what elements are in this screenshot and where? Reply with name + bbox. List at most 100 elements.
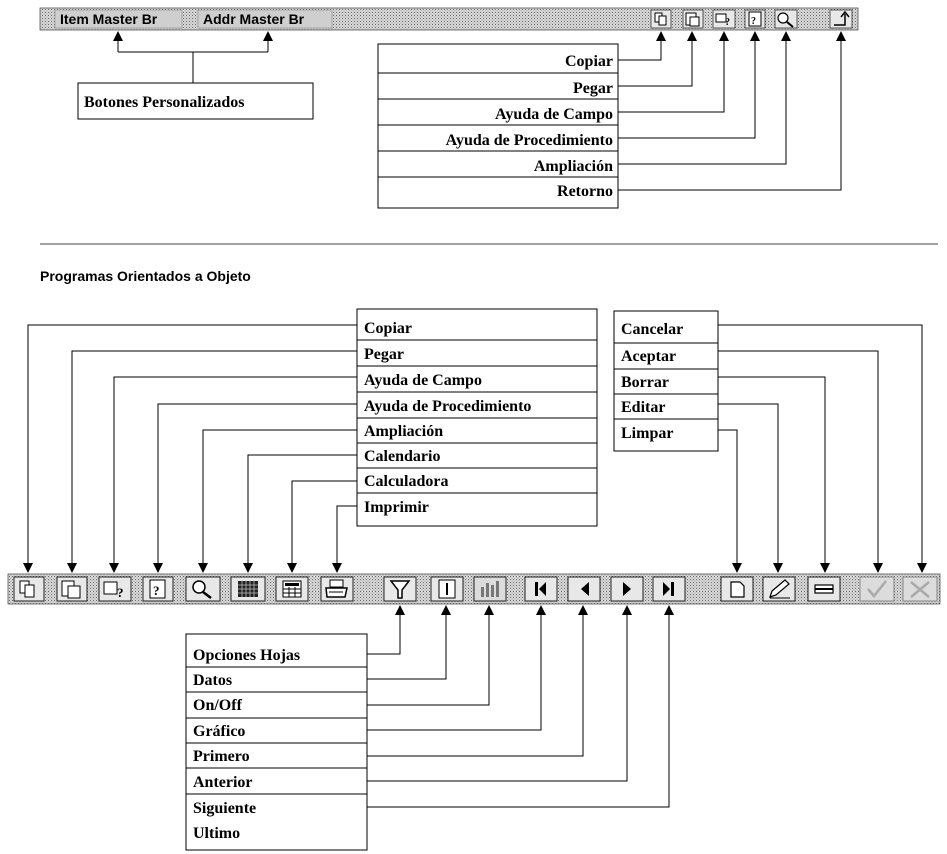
- data-button[interactable]: [430, 576, 464, 602]
- on-off-button[interactable]: [473, 576, 507, 602]
- custom-button-addr-master-label: Addr Master Br: [203, 11, 305, 27]
- legend-bottom-item: Datos: [193, 672, 232, 689]
- legend-bottom-item: Ultimo: [193, 825, 240, 842]
- custom-button-addr-master[interactable]: [197, 9, 333, 29]
- paste-icon: [685, 12, 700, 27]
- custom-button-item-master-label: Item Master Br: [60, 11, 158, 27]
- clear-button[interactable]: [720, 576, 754, 602]
- chart-icon: [481, 581, 499, 597]
- copy-button[interactable]: [13, 576, 45, 602]
- print-icon: [325, 579, 348, 598]
- top-copy-button[interactable]: [650, 9, 672, 29]
- top-legend-item: Ampliación: [534, 158, 613, 175]
- legend-left-item: Imprimir: [364, 499, 429, 516]
- delete-icon: [814, 584, 834, 594]
- top-legend-item: Ayuda de Procedimiento: [446, 132, 613, 149]
- legend-bottom-connectors: [367, 605, 674, 808]
- filter-icon: [389, 580, 411, 599]
- legend-bottom: Opciones Hojas Datos On/Off Gráfico Prim…: [185, 633, 368, 851]
- custom-button-item-master[interactable]: [54, 9, 183, 29]
- calculator-icon: [282, 580, 302, 598]
- legend-bottom-item: Siguiente: [193, 800, 256, 817]
- top-legend-connectors: [618, 31, 846, 191]
- legend-left-connectors: [23, 324, 357, 573]
- sheet-options-button[interactable]: [383, 576, 417, 602]
- legend-left-item: Copiar: [364, 320, 412, 337]
- legend-left-item: Ampliación: [364, 423, 443, 440]
- legend-left: Copiar Pegar Ayuda de Campo Ayuda de Pro…: [356, 308, 598, 527]
- next-button[interactable]: [610, 576, 644, 602]
- top-paste-button[interactable]: [682, 9, 704, 29]
- previous-icon: [581, 582, 589, 596]
- legend-left-item: Calendario: [364, 448, 440, 465]
- accept-button[interactable]: [859, 576, 895, 602]
- next-icon: [623, 582, 631, 596]
- legend-right-item: Aceptar: [621, 348, 676, 365]
- field-help-icon: ?: [103, 581, 124, 600]
- legend-left-item: Pegar: [364, 346, 404, 363]
- delete-button[interactable]: [807, 576, 841, 602]
- field-help-button[interactable]: ?: [98, 576, 132, 602]
- legend-bottom-item: Anterior: [193, 774, 253, 791]
- svg-text:?: ?: [751, 16, 756, 27]
- paste-button[interactable]: [56, 576, 88, 602]
- top-legend: Copiar Pegar Ayuda de Campo Ayuda de Pro…: [377, 43, 619, 209]
- top-legend-item: Ayuda de Campo: [495, 106, 613, 123]
- custom-buttons-callout-label: Botones Personalizados: [84, 94, 244, 111]
- copy-icon: [654, 12, 667, 26]
- legend-left-item: Ayuda de Campo: [364, 372, 482, 389]
- first-icon: [535, 582, 546, 596]
- top-field-help-button[interactable]: ?: [712, 9, 736, 29]
- svg-text:?: ?: [725, 17, 730, 28]
- bottom-toolbar: ? ?: [7, 573, 941, 605]
- custom-buttons-connector: [113, 31, 273, 83]
- top-zoom-button[interactable]: [774, 9, 798, 29]
- data-icon: [438, 579, 456, 599]
- last-button[interactable]: [652, 576, 686, 602]
- legend-left-item: Calculadora: [364, 473, 448, 490]
- legend-bottom-item: Opciones Hojas: [193, 647, 300, 664]
- legend-bottom-item: On/Off: [193, 697, 243, 714]
- procedure-help-button[interactable]: ?: [142, 576, 174, 602]
- legend-right-item: Editar: [621, 399, 665, 416]
- procedure-help-icon: ?: [149, 579, 166, 599]
- legend-right: Cancelar Aceptar Borrar Editar Limpar: [613, 310, 719, 452]
- legend-bottom-item: Gráfico: [193, 723, 245, 740]
- first-button[interactable]: [524, 576, 558, 602]
- print-button[interactable]: [320, 576, 354, 602]
- return-icon: [834, 10, 850, 26]
- edit-button[interactable]: [762, 576, 796, 602]
- zoom-button[interactable]: [185, 576, 221, 602]
- svg-text:?: ?: [117, 585, 124, 600]
- procedure-help-icon: ?: [748, 11, 762, 27]
- calendar-icon: [238, 581, 258, 597]
- svg-text:?: ?: [153, 583, 160, 598]
- edit-icon: [769, 579, 790, 599]
- top-procedure-help-button[interactable]: ?: [744, 9, 766, 29]
- previous-button[interactable]: [567, 576, 601, 602]
- legend-bottom-item: Primero: [193, 748, 250, 765]
- section-title: Programas Orientados a Objeto: [40, 268, 251, 284]
- copy-icon: [19, 580, 35, 598]
- top-return-button[interactable]: [829, 9, 853, 29]
- custom-buttons-callout-box: [77, 82, 314, 120]
- zoom-icon: [777, 12, 794, 28]
- zoom-icon: [192, 580, 212, 599]
- new-icon: [730, 581, 745, 598]
- paste-icon: [61, 580, 81, 599]
- legend-right-item: Cancelar: [621, 321, 683, 338]
- top-legend-item: Pegar: [573, 80, 613, 97]
- legend-right-item: Limpar: [621, 425, 673, 442]
- last-icon: [663, 582, 674, 596]
- top-toolbar: Item Master Br Addr Master Br ?: [39, 7, 859, 31]
- top-legend-item: Retorno: [557, 183, 613, 200]
- cancel-button[interactable]: [902, 576, 938, 602]
- legend-left-item: Ayuda de Procedimiento: [364, 398, 531, 415]
- legend-right-connectors: [718, 324, 927, 573]
- field-help-icon: ?: [715, 13, 730, 28]
- cancel-icon: [910, 581, 930, 598]
- legend-right-item: Borrar: [621, 374, 669, 391]
- calendar-button[interactable]: [230, 576, 266, 602]
- accept-icon: [867, 580, 887, 598]
- calculator-button[interactable]: [275, 576, 309, 602]
